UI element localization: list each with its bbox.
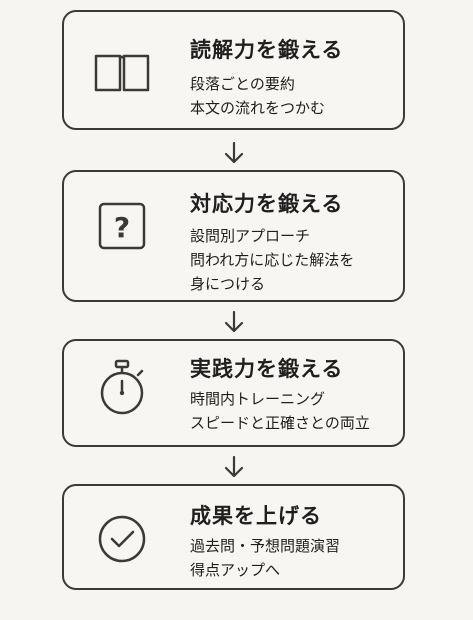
step-title: 対応力を鍛える bbox=[190, 192, 344, 216]
step-description: 過去問・予想問題演習 得点アップへ bbox=[190, 534, 340, 582]
step-line: 段落ごとの要約 bbox=[190, 75, 295, 93]
step-title: 成果を上げる bbox=[190, 504, 322, 528]
down-arrow-icon bbox=[220, 309, 248, 335]
step-line: 設問別アプローチ bbox=[190, 227, 311, 245]
step-card-response: ? 対応力を鍛える 設問別アプローチ 問われ方に応じた解法を 身につける bbox=[62, 170, 405, 302]
step-line: 本文の流れをつかむ bbox=[190, 99, 326, 117]
down-arrow-icon bbox=[220, 454, 248, 480]
step-title: 実践力を鍛える bbox=[190, 357, 344, 381]
step-description: 段落ごとの要約 本文の流れをつかむ bbox=[190, 72, 325, 120]
step-description: 設問別アプローチ 問われ方に応じた解法を 身につける bbox=[190, 224, 354, 296]
step-line: 問われ方に応じた解法を bbox=[190, 251, 355, 269]
step-title: 読解力を鍛える bbox=[190, 38, 344, 62]
step-line: スピードと正確さとの両立 bbox=[190, 414, 370, 432]
step-line: 過去問・予想問題演習 bbox=[190, 537, 341, 555]
step-line: 時間内トレーニング bbox=[190, 390, 326, 408]
step-card-results: 成果を上げる 過去問・予想問題演習 得点アップへ bbox=[62, 484, 405, 590]
down-arrow-icon bbox=[220, 140, 248, 166]
step-card-reading: 読解力を鍛える 段落ごとの要約 本文の流れをつかむ bbox=[62, 10, 405, 130]
svg-text:?: ? bbox=[114, 211, 130, 244]
stopwatch-icon bbox=[90, 357, 154, 421]
step-line: 身につける bbox=[190, 275, 266, 293]
question-icon: ? bbox=[90, 194, 154, 258]
checkmark-circle-icon bbox=[90, 507, 154, 571]
step-card-practice: 実践力を鍛える 時間内トレーニング スピードと正確さとの両立 bbox=[62, 339, 405, 447]
book-icon bbox=[90, 40, 154, 104]
step-description: 時間内トレーニング スピードと正確さとの両立 bbox=[190, 387, 370, 435]
step-line: 得点アップへ bbox=[190, 561, 281, 579]
